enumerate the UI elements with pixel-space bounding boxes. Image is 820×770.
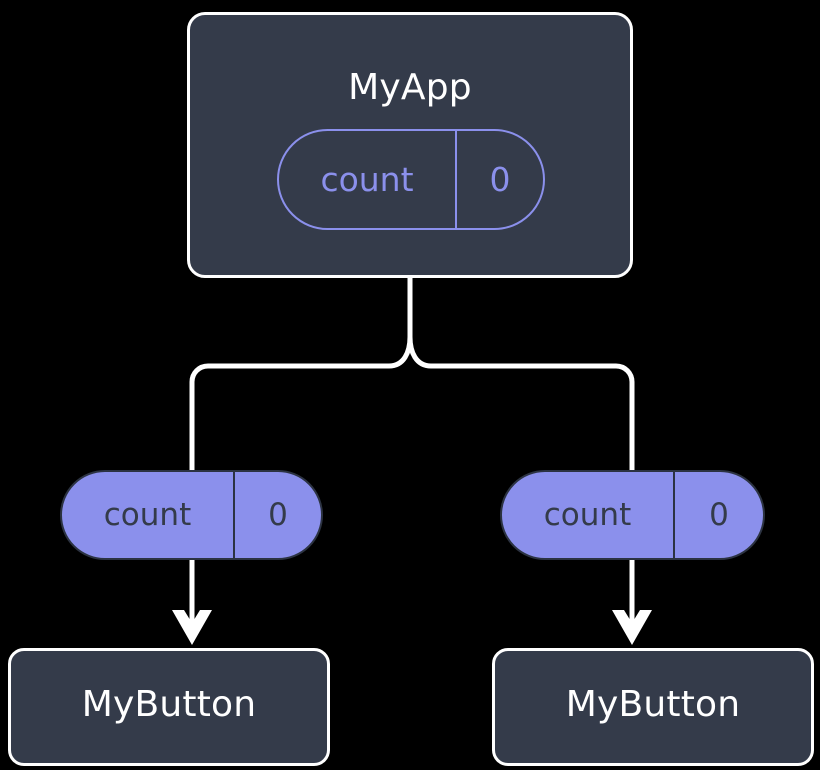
fork-connector [189,278,635,470]
component-node-myapp[interactable]: MyApp [187,12,633,278]
prop-pill-value: 0 [233,472,321,558]
prop-pill-value: 0 [673,472,763,558]
component-node-mybutton-left[interactable]: MyButton [8,648,330,766]
state-pill-key: count [320,160,414,199]
component-node-mybutton-right[interactable]: MyButton [492,648,814,766]
component-name-myapp: MyApp [348,67,472,108]
prop-pill-right[interactable]: count 0 [500,470,765,560]
state-pill-value: 0 [455,131,543,228]
right-arrow-icon [612,610,652,645]
component-name-mybutton: MyButton [565,684,741,725]
left-arrow-icon [172,610,212,645]
prop-pill-key: count [543,497,632,533]
state-pill-myapp[interactable]: count 0 [277,129,545,230]
prop-pill-key: count [103,497,192,533]
component-name-mybutton: MyButton [81,684,257,725]
prop-pill-left[interactable]: count 0 [60,470,323,560]
